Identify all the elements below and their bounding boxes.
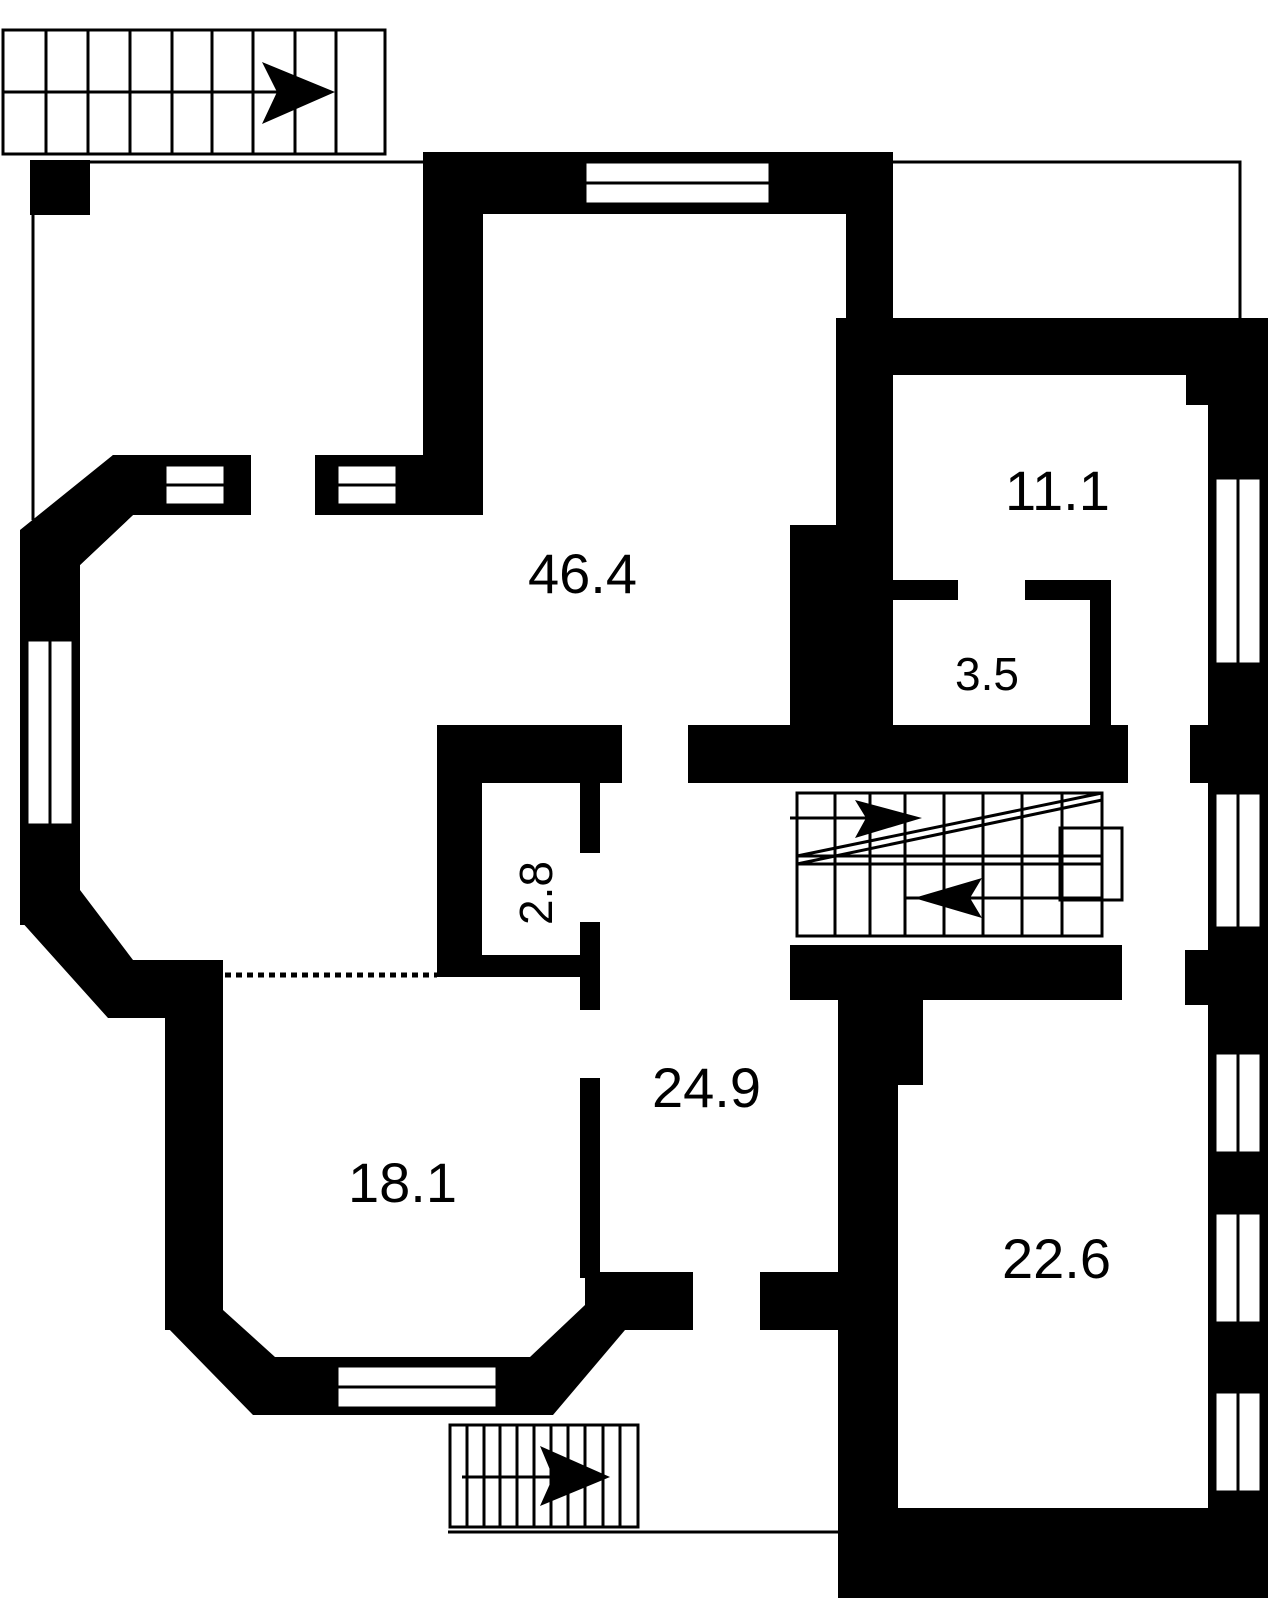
room-corridor-area: 24.9 xyxy=(652,1056,761,1119)
arrow-right-icon xyxy=(540,1446,610,1506)
room-northeast-area: 11.1 xyxy=(1005,459,1110,522)
window-west xyxy=(25,638,75,827)
window-east-1 xyxy=(1213,476,1263,666)
arrow-left-icon xyxy=(914,878,982,918)
stair-bottom xyxy=(448,1423,640,1529)
window-east-2 xyxy=(1213,791,1263,930)
window-south xyxy=(335,1364,499,1410)
room-southeast-area: 22.6 xyxy=(1002,1227,1111,1290)
arrow-right-icon xyxy=(262,62,335,124)
window-northwest-2 xyxy=(335,463,399,507)
terrace-outlines xyxy=(31,160,1242,1534)
window-north xyxy=(583,160,772,206)
room-southwest-area: 18.1 xyxy=(348,1151,457,1214)
window-east-5 xyxy=(1213,1390,1263,1494)
room-closet-center-area: 2.8 xyxy=(510,861,562,925)
window-east-3 xyxy=(1213,1051,1263,1155)
stair-interior xyxy=(790,791,1124,938)
window-northwest-1 xyxy=(163,463,227,507)
windows xyxy=(25,160,1263,1494)
window-east-4 xyxy=(1213,1211,1263,1325)
room-closet-east-area: 3.5 xyxy=(955,648,1019,700)
arrow-right-icon xyxy=(855,800,922,838)
room-main-hall-area: 46.4 xyxy=(528,542,637,605)
